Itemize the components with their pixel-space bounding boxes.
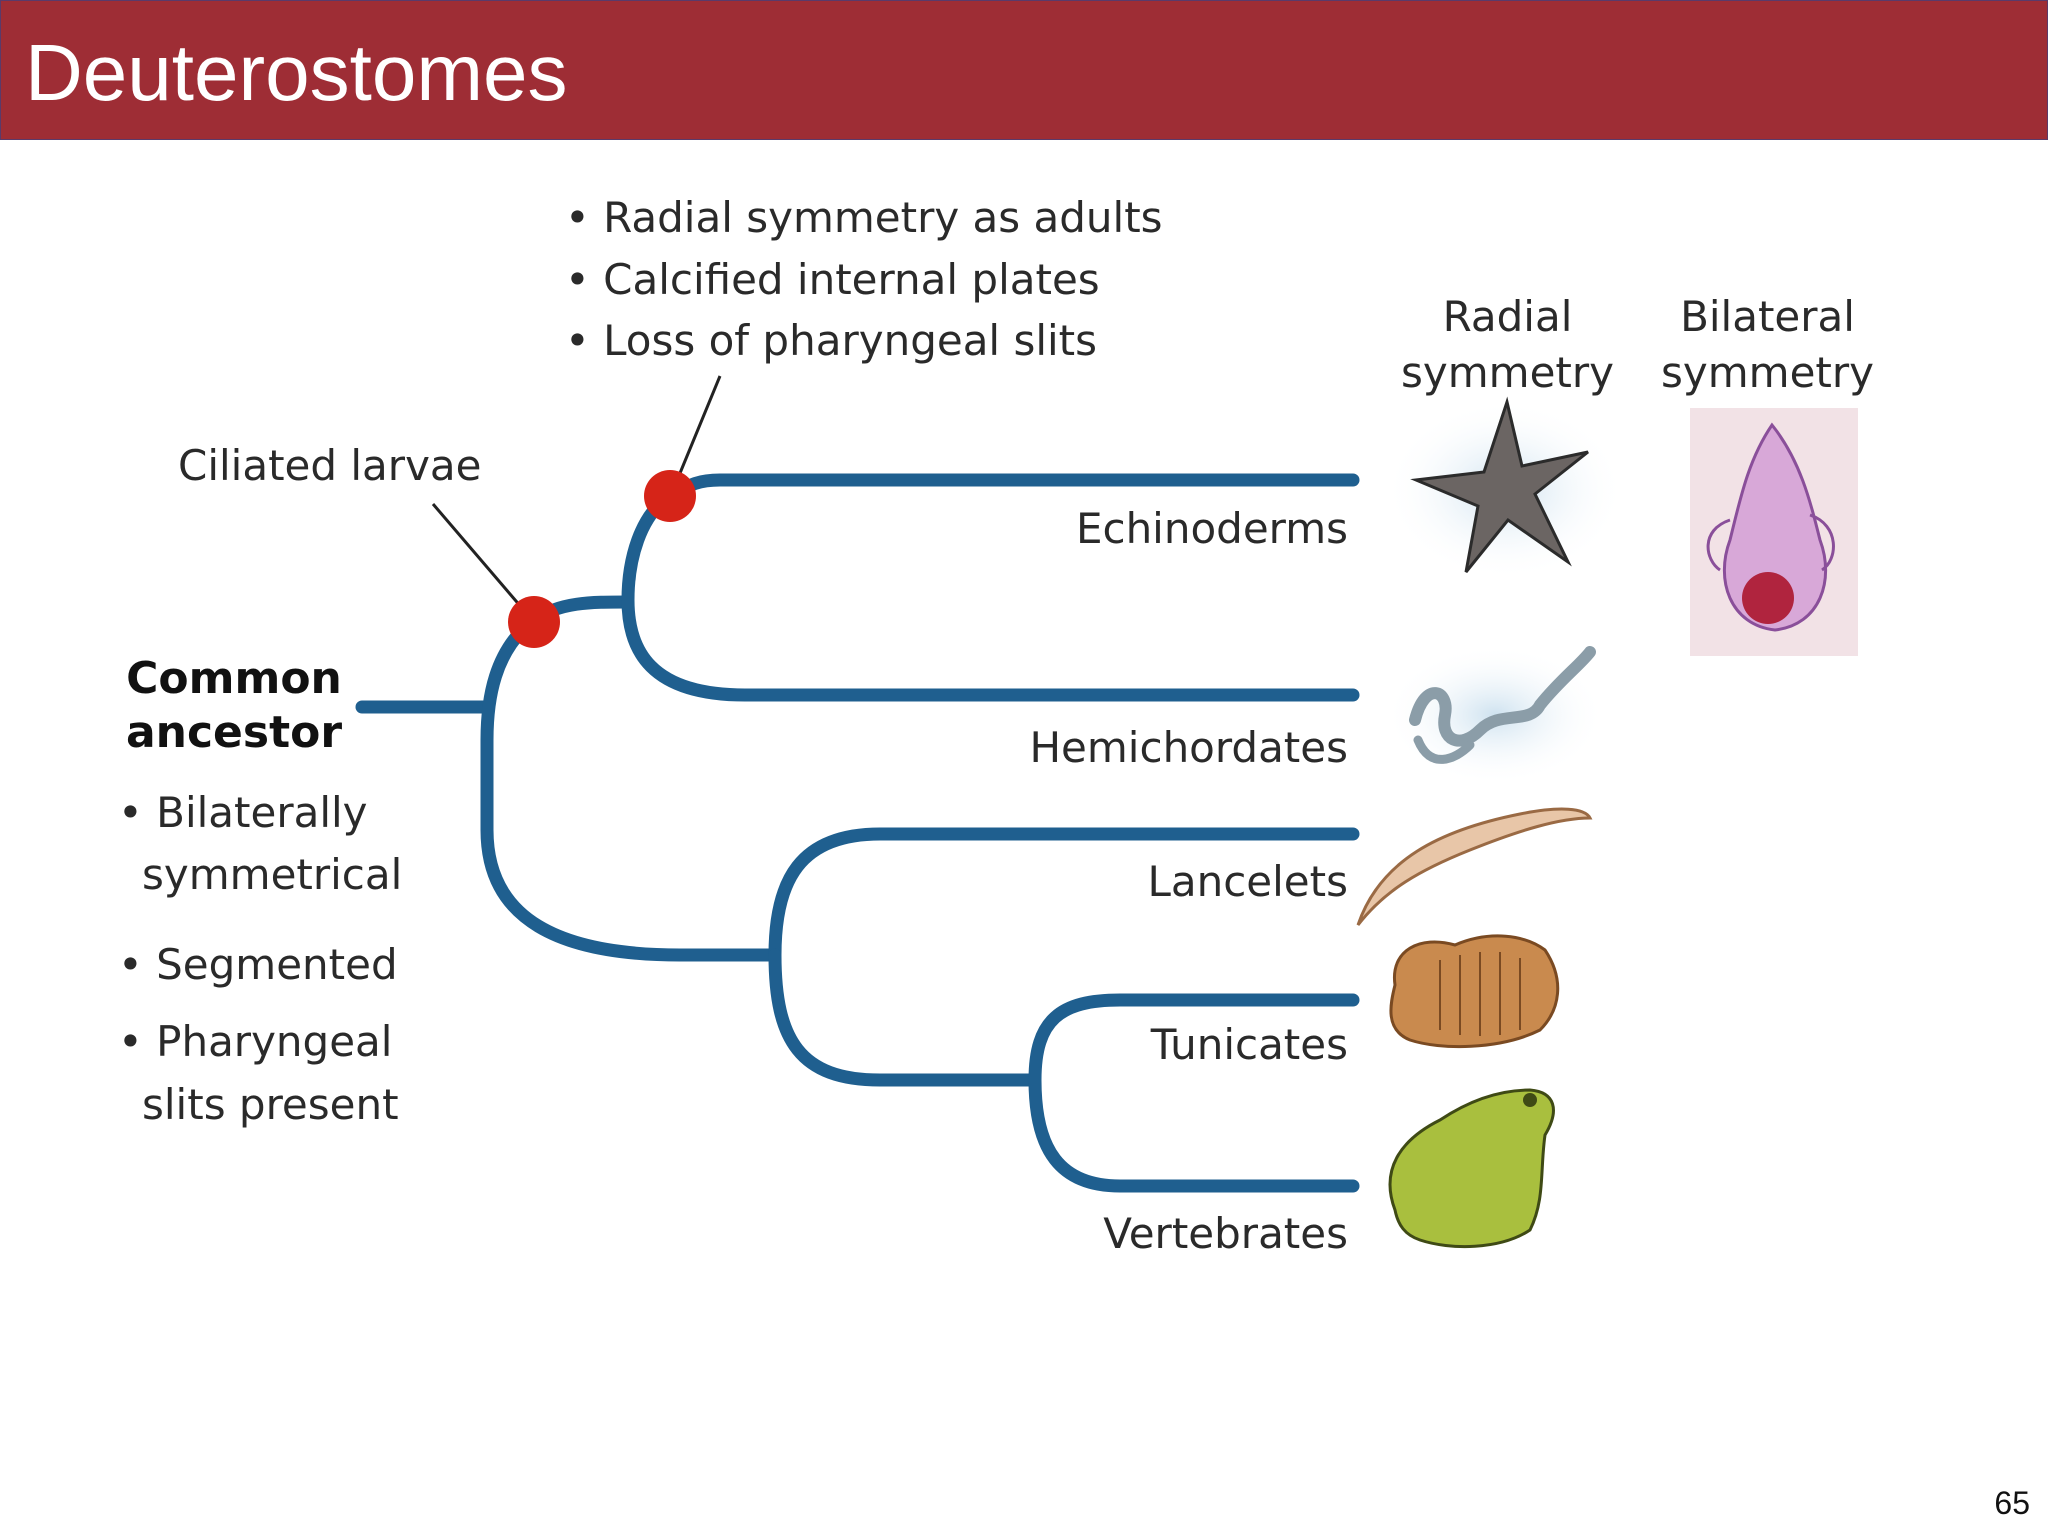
branch-echinoderms [663, 473, 1360, 503]
ciliated-larvae-label: Ciliated larvae [178, 441, 482, 490]
ancestor-trait-pharyngeal-line1: Pharyngeal [156, 1017, 393, 1066]
branch-tunicate-vert [1028, 993, 1360, 1193]
ancestor-trait-pharyngeal-line2: slits present [142, 1080, 399, 1129]
taxon-hemichordates: Hemichordates [1029, 723, 1348, 772]
bilateral-symmetry-header-line2: symmetry [1661, 348, 1874, 397]
tunicate-icon [1389, 934, 1560, 1049]
frog-icon [1388, 1088, 1555, 1248]
slide-title: Deuterostomes [25, 28, 568, 117]
trait-loss-pharyngeal-slits-text: Loss of pharyngeal slits [603, 316, 1098, 365]
radial-symmetry-header-line2: symmetry [1401, 348, 1614, 397]
ancestor-trait-segmented-text: Segmented [156, 940, 398, 989]
branch-chordates [768, 827, 1360, 962]
larva-image [1690, 408, 1858, 656]
taxon-lancelets: Lancelets [1147, 857, 1348, 906]
node-echinoderm-traits [644, 470, 696, 522]
trait-loss-pharyngeal-slits: • Loss of pharyngeal slits [565, 316, 1098, 365]
ancestor-trait-bilateral-line1: Bilaterally [156, 788, 368, 837]
taxon-echinoderms: Echinoderms [1075, 504, 1348, 553]
page-number: 65 [1994, 1485, 2030, 1521]
trait-radial-symmetry: • Radial symmetry as adults [565, 193, 1163, 242]
taxon-vertebrates: Vertebrates [1103, 1209, 1348, 1258]
trait-calcified-plates: • Calcified internal plates [565, 255, 1100, 304]
common-ancestor-label-line1: Common [126, 653, 342, 704]
taxon-tunicates: Tunicates [1150, 1020, 1348, 1069]
hemichordate-icon [1385, 645, 1605, 785]
ancestor-trait-pharyngeal: • Pharyngeal [118, 1017, 393, 1066]
title-bar: Deuterostomes [0, 0, 2048, 140]
branch-echino-hemi [621, 489, 1360, 702]
ancestor-trait-bilateral-line2: symmetrical [142, 850, 403, 899]
bilateral-symmetry-header-line1: Bilateral [1680, 292, 1855, 341]
common-ancestor-label-line2: ancestor [125, 707, 343, 758]
trait-calcified-plates-text: Calcified internal plates [603, 255, 1100, 304]
starfish-icon [1385, 396, 1625, 580]
radial-symmetry-header-line1: Radial [1442, 292, 1573, 341]
branch-tunicate-vert-stem [768, 948, 1042, 1087]
trait-radial-symmetry-text: Radial symmetry as adults [603, 193, 1163, 242]
lancelet-icon [1356, 807, 1593, 926]
node-ciliated-larvae [508, 596, 560, 648]
ancestor-trait-bilateral: • Bilaterally [118, 788, 368, 837]
ancestor-trait-segmented: • Segmented [118, 940, 398, 989]
pointer-echinoderm [676, 375, 722, 479]
branch-main [480, 613, 782, 962]
pointer-ciliated [431, 503, 524, 609]
